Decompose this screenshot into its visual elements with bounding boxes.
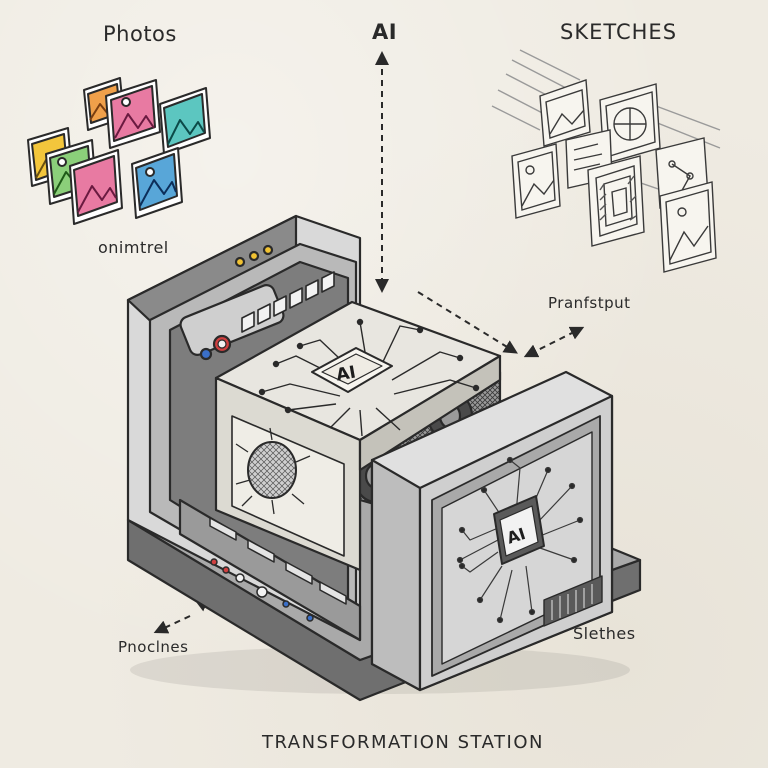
ai-cube: AI xyxy=(214,300,502,572)
diagram-title: TRANSFORMATION STATION xyxy=(262,732,544,753)
sketch-icon xyxy=(539,79,591,147)
slethes-label: Slethes xyxy=(573,624,636,643)
ai-label: AI xyxy=(372,20,398,44)
mesh-speaker-icon xyxy=(231,415,345,557)
sketch-icon xyxy=(599,83,661,165)
photo-icon xyxy=(69,149,123,225)
photo-icon xyxy=(159,87,211,155)
photo-icon xyxy=(131,147,183,219)
arrow-icon xyxy=(417,291,518,354)
sketches-cluster xyxy=(491,49,721,273)
cube-chip-label: AI xyxy=(335,363,358,386)
sketch-icon xyxy=(659,181,717,273)
ai-chip-icon: AI xyxy=(311,347,393,393)
photos-label: Photos xyxy=(103,22,177,46)
front-panel: AI xyxy=(370,370,614,692)
ai-chip-icon: AI xyxy=(493,495,545,565)
sketches-label: SKETCHES xyxy=(560,20,678,44)
arrow-icon xyxy=(153,615,191,634)
arrow-icon xyxy=(523,326,585,358)
sketch-icon xyxy=(511,143,561,219)
sketch-icon xyxy=(587,155,645,247)
panel-chip-label: AI xyxy=(505,524,528,548)
photos-cluster xyxy=(27,77,211,225)
port-panel xyxy=(209,517,347,622)
photo-icon xyxy=(105,79,161,149)
pranfstput-label: Pranfstput xyxy=(548,294,631,312)
pnoclnes-label: Pnoclnes xyxy=(118,638,189,656)
vent-row xyxy=(241,271,335,333)
onimtrel-label: onimtrel xyxy=(98,238,169,257)
transformation-machine: AI xyxy=(126,214,642,702)
